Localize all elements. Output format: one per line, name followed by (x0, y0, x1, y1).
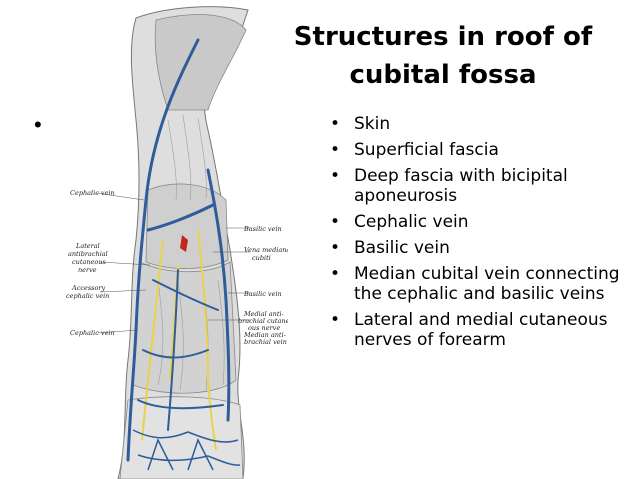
title-line-2: cubital fossa (349, 60, 537, 90)
label-median-ante-1: Median anti- (243, 331, 286, 339)
label-cephalic-vein-bottom: Cephalic vein (70, 329, 115, 337)
brachial-artery (180, 235, 188, 252)
label-lateral-3: cutaneous (72, 258, 106, 266)
label-lateral-4: nerve (78, 266, 97, 274)
label-medial-2: brachial cutane- (238, 317, 288, 325)
basilic-vein-path (206, 168, 231, 422)
label-vena-mediana-2: cubiti (252, 254, 271, 262)
label-cephalic-vein-top: Cephalic vein (70, 189, 115, 197)
label-accessory-1: Accessory (71, 284, 106, 292)
label-accessory-2: cephalic vein (66, 292, 109, 300)
label-median-ante-2: brachial vein (244, 338, 287, 346)
bullet-basilic-vein: Basilic vein (330, 238, 630, 258)
empty-bullet: • (34, 112, 42, 137)
bullet-skin: Skin (330, 114, 630, 134)
hand-veins (132, 429, 241, 471)
bullet-superficial-fascia: Superficial fascia (330, 140, 630, 160)
elbow-region (145, 183, 229, 269)
label-vena-mediana-1: Vena mediana (244, 246, 288, 254)
cephalic-vein-path (126, 38, 200, 462)
median-cubital-vein-path (146, 203, 215, 232)
title-line-1: Structures in roof of (293, 22, 593, 52)
bullet-deep-fascia: Deep fascia with bicipital aponeurosis (330, 166, 630, 206)
label-lateral-1: Lateral (75, 242, 100, 250)
bullet-cephalic-vein: Cephalic vein (330, 212, 630, 232)
superficial-veins (126, 38, 231, 462)
label-medial-3: ous nerve (248, 324, 280, 332)
forearm-muscles (132, 261, 237, 394)
bullet-median-cubital-vein: Median cubital vein connecting the cepha… (330, 264, 630, 304)
label-lateral-2: antibrachial (68, 250, 108, 258)
label-basilic-vein-mid: Basilic vein (243, 290, 282, 298)
bullet-cutaneous-nerves: Lateral and medial cutaneous nerves of f… (330, 310, 630, 350)
bullet-list: Skin Superficial fascia Deep fascia with… (330, 114, 630, 356)
label-leaders (95, 192, 250, 334)
shoulder-muscle (154, 14, 247, 111)
label-basilic-vein-top: Basilic vein (243, 225, 282, 233)
arm-vein-illustration: Cephalic vein Lateral antibrachial cutan… (66, 6, 288, 479)
label-medial-1: Medial anti- (243, 310, 284, 318)
slide-title: Structures in roof of cubital fossa (268, 18, 618, 94)
